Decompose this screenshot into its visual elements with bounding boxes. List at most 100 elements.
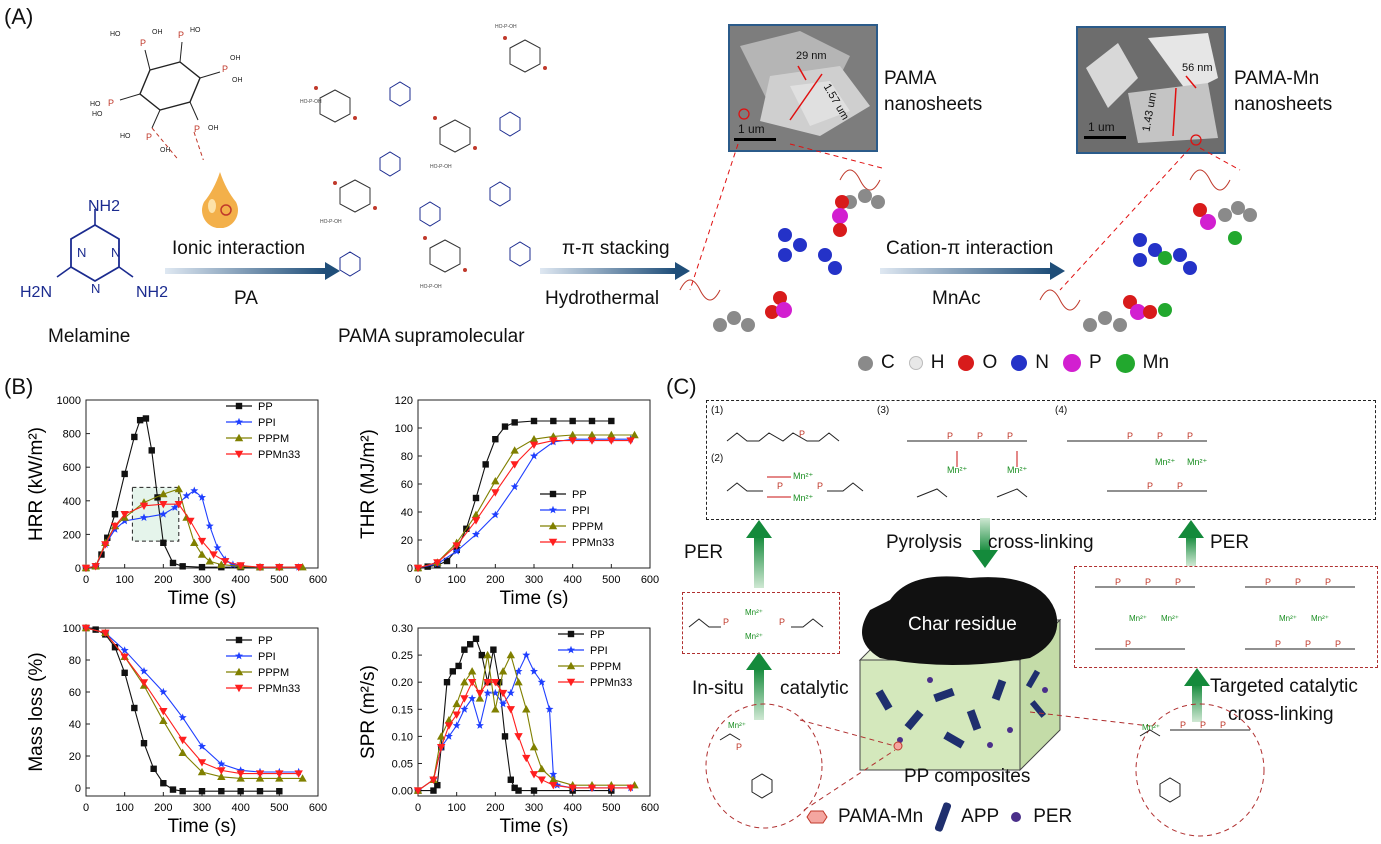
legend-label: PPPM <box>258 433 289 445</box>
data-point-ppmn33 <box>159 500 168 509</box>
svg-text:Mn²⁺: Mn²⁺ <box>1142 723 1160 732</box>
data-point-ppi <box>553 781 562 789</box>
data-point-pp <box>511 784 518 792</box>
data-point-ppi <box>140 667 148 675</box>
data-point-ppmn33 <box>444 722 454 730</box>
legend-marker <box>235 651 243 660</box>
data-point-ppi <box>460 705 469 713</box>
x-tick-label: 600 <box>641 574 659 586</box>
data-point-ppi <box>159 687 168 696</box>
legend-marker <box>566 661 576 670</box>
legend-label: PPI <box>590 645 608 657</box>
legend-marker <box>549 505 557 514</box>
data-point-ppmn33 <box>433 559 442 567</box>
data-point-ppi <box>545 705 554 713</box>
x-tick-label: 600 <box>641 802 659 814</box>
data-point-pppm <box>452 699 461 708</box>
legend-label: PPMn33 <box>572 537 614 549</box>
atom-swatch-mn <box>1115 353 1135 373</box>
data-point-pppm <box>217 772 226 780</box>
data-point-pppm <box>197 550 207 558</box>
molecular-models <box>679 143 1257 332</box>
data-point-pppm <box>444 715 454 724</box>
y-tick-label: 800 <box>63 429 81 441</box>
data-point-pppm <box>255 774 265 782</box>
atom-label-n: N <box>1035 352 1049 373</box>
panel-label-a: (A) <box>4 4 34 29</box>
data-point-pp <box>472 494 480 502</box>
y-tick-label: 0.25 <box>392 650 413 662</box>
struct-label-3: (3) <box>877 405 890 416</box>
data-point-ppmn33 <box>110 522 120 531</box>
data-point-pppm <box>491 705 500 713</box>
x-axis-label: Time (s) <box>168 588 237 609</box>
svg-text:Mn²⁺: Mn²⁺ <box>1161 614 1179 623</box>
data-point-pp <box>461 646 468 653</box>
svg-text:P: P <box>1175 577 1181 587</box>
x-axis-label: Time (s) <box>500 588 569 609</box>
data-point-ppmn33 <box>491 489 500 497</box>
data-point-ppi <box>178 713 187 721</box>
atom-swatch-o <box>958 355 975 371</box>
data-point-ppmn33 <box>587 784 597 793</box>
x-tick-label: 200 <box>486 574 504 586</box>
data-point-pp <box>169 559 177 567</box>
svg-text:P: P <box>1177 481 1183 491</box>
svg-text:HO-P-OH: HO-P-OH <box>300 99 322 105</box>
data-point-pp <box>218 788 225 795</box>
svg-text:P: P <box>799 429 805 439</box>
data-point-ppi <box>491 688 500 697</box>
x-axis-label: Time (s) <box>168 816 237 837</box>
data-point-pp <box>434 781 441 789</box>
pama-mn-hexagon-icon <box>806 810 828 824</box>
atom-swatch-c <box>858 355 873 371</box>
series-line-pp <box>417 420 612 569</box>
svg-text:OH: OH <box>152 29 163 36</box>
data-point-ppi <box>444 732 453 740</box>
data-point-pppm <box>471 510 481 518</box>
data-point-ppmn33 <box>568 784 577 793</box>
svg-text:HO: HO <box>92 111 103 118</box>
data-point-ppi <box>217 759 226 768</box>
x-tick-label: 0 <box>83 574 89 586</box>
data-point-ppi <box>499 699 508 708</box>
atom-label-c: C <box>881 352 895 373</box>
legend-marker <box>234 450 244 459</box>
legend-marker <box>235 402 243 410</box>
data-point-pp <box>569 417 576 425</box>
y-axis-label: THR (MJ/m²) <box>358 429 379 539</box>
legend-label: PPI <box>258 651 276 663</box>
data-point-ppmn33 <box>626 437 635 445</box>
data-point-pppm <box>529 435 539 443</box>
data-point-ppi <box>213 543 222 552</box>
data-point-ppmn33 <box>626 784 635 793</box>
h2n-left-label: H2N <box>20 284 53 301</box>
svg-text:OH: OH <box>160 147 171 154</box>
svg-text:HO: HO <box>90 101 101 108</box>
data-point-pppm <box>537 764 546 773</box>
legend-label: PPI <box>258 417 276 429</box>
svg-text:P: P <box>1325 577 1331 587</box>
legend-marker <box>548 538 558 547</box>
legend-label: PPPM <box>572 521 603 533</box>
data-point-ppi <box>530 667 538 675</box>
mnac-label: MnAc <box>932 288 981 309</box>
data-point-pp <box>131 704 138 712</box>
data-point-pppm <box>475 694 485 702</box>
svg-text:P: P <box>1157 431 1163 441</box>
data-point-pppm <box>529 743 539 751</box>
svg-text:P: P <box>108 98 114 108</box>
y-tick-label: 0.20 <box>392 677 413 689</box>
y-axis-label: SPR (m²/s) <box>358 665 379 759</box>
data-point-pp <box>92 626 99 633</box>
legend-label: PPPM <box>590 661 621 673</box>
data-point-pp <box>198 563 206 571</box>
data-point-pppm <box>549 775 558 783</box>
svg-text:Mn²⁺: Mn²⁺ <box>1311 614 1329 623</box>
y-axis-label: Mass loss (%) <box>26 652 47 771</box>
arrow-per-left <box>746 520 772 588</box>
data-point-ppmn33 <box>221 558 230 566</box>
data-point-ppmn33 <box>568 437 577 445</box>
svg-text:P: P <box>977 431 983 441</box>
